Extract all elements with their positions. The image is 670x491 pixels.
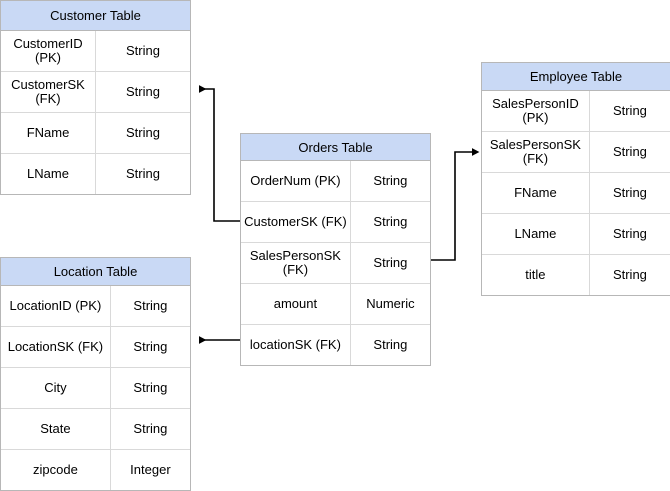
column-name: SalesPersonSK (FK): [482, 132, 590, 172]
column-type: String: [126, 125, 160, 140]
column-name: SalesPersonID (PK): [482, 91, 590, 131]
table-row[interactable]: LocationID (PK) String: [1, 286, 190, 327]
column-name: LName: [482, 214, 590, 254]
table-row[interactable]: CustomerID (PK) String: [1, 31, 190, 72]
column-type: String: [133, 339, 168, 354]
table-row[interactable]: FName String: [482, 173, 670, 214]
column-name: title: [482, 255, 590, 295]
table-row[interactable]: LName String: [482, 214, 670, 255]
entity-title-location: Location Table: [1, 258, 190, 286]
column-name: FName: [1, 113, 96, 153]
connector-orders-to-employee: [431, 148, 480, 261]
table-row[interactable]: amount Numeric: [241, 284, 430, 325]
column-type: String: [126, 84, 160, 99]
column-type: String: [133, 380, 168, 395]
column-type: String: [612, 144, 647, 159]
table-row[interactable]: LocationSK (FK) String: [1, 327, 190, 368]
column-name: LName: [1, 154, 96, 194]
entity-location-table[interactable]: Location Table LocationID (PK) String Lo…: [0, 257, 191, 491]
column-name: OrderNum (PK): [241, 161, 351, 201]
entity-title-customer: Customer Table: [1, 1, 190, 31]
column-type: String: [133, 298, 168, 313]
entity-rows-employee: SalesPersonID (PK) String SalesPersonSK …: [482, 91, 670, 295]
table-row[interactable]: SalesPersonID (PK) String: [482, 91, 670, 132]
column-name: SalesPersonSK (FK): [241, 243, 351, 283]
column-type: String: [612, 226, 647, 241]
column-type: String: [612, 185, 647, 200]
table-row[interactable]: CustomerSK (FK) String: [241, 202, 430, 243]
entity-customer-table[interactable]: Customer Table CustomerID (PK) String Cu…: [0, 0, 191, 195]
column-type: String: [126, 43, 160, 58]
column-type: String: [373, 214, 408, 229]
entity-rows-orders: OrderNum (PK) String CustomerSK (FK) Str…: [241, 161, 430, 365]
column-name: FName: [482, 173, 590, 213]
column-type: Integer: [130, 462, 171, 477]
entity-rows-customer: CustomerID (PK) String CustomerSK (FK) S…: [1, 31, 190, 194]
table-row[interactable]: State String: [1, 409, 190, 450]
column-name: CustomerID (PK): [1, 31, 96, 71]
entity-title-employee: Employee Table: [482, 63, 670, 91]
column-name: LocationID (PK): [1, 286, 111, 326]
entity-rows-location: LocationID (PK) String LocationSK (FK) S…: [1, 286, 190, 490]
table-row[interactable]: FName String: [1, 113, 190, 154]
column-name: zipcode: [1, 450, 111, 490]
table-row[interactable]: zipcode Integer: [1, 450, 190, 490]
column-type: String: [373, 337, 408, 352]
column-name: City: [1, 368, 111, 408]
table-row[interactable]: CustomerSK (FK) String: [1, 72, 190, 113]
column-type: String: [612, 267, 647, 282]
table-row[interactable]: SalesPersonSK (FK) String: [482, 132, 670, 173]
column-type: String: [133, 421, 168, 436]
column-type: String: [126, 166, 160, 181]
entity-orders-table[interactable]: Orders Table OrderNum (PK) String Custom…: [240, 133, 431, 366]
connector-orders-to-customer: [199, 85, 240, 222]
table-row[interactable]: title String: [482, 255, 670, 295]
table-row[interactable]: City String: [1, 368, 190, 409]
table-row[interactable]: locationSK (FK) String: [241, 325, 430, 365]
column-name: State: [1, 409, 111, 449]
table-row[interactable]: LName String: [1, 154, 190, 194]
column-type: String: [373, 255, 408, 270]
column-name: locationSK (FK): [241, 325, 351, 365]
table-row[interactable]: OrderNum (PK) String: [241, 161, 430, 202]
column-type: String: [612, 103, 647, 118]
column-name: amount: [241, 284, 351, 324]
column-name: LocationSK (FK): [1, 327, 111, 367]
column-type: String: [373, 173, 408, 188]
entity-employee-table[interactable]: Employee Table SalesPersonID (PK) String…: [481, 62, 670, 296]
column-name: CustomerSK (FK): [1, 72, 96, 112]
table-row[interactable]: SalesPersonSK (FK) String: [241, 243, 430, 284]
entity-title-orders: Orders Table: [241, 134, 430, 161]
column-type: Numeric: [366, 296, 415, 311]
column-name: CustomerSK (FK): [241, 202, 351, 242]
